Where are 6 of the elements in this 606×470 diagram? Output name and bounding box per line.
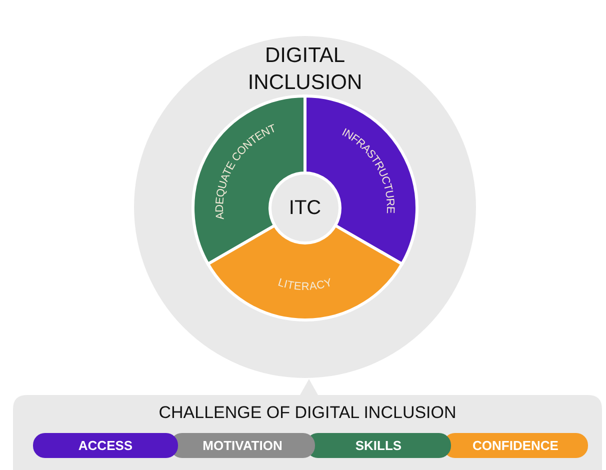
segment-label: LITERACY	[276, 276, 334, 294]
challenge-segment: ACCESS	[33, 433, 178, 458]
callout-panel	[13, 379, 602, 470]
circle-title: DIGITAL INCLUSION	[246, 43, 364, 96]
donut-segment	[206, 224, 404, 322]
panel-title: CHALLENGE OF DIGITAL INCLUSION	[158, 402, 458, 424]
